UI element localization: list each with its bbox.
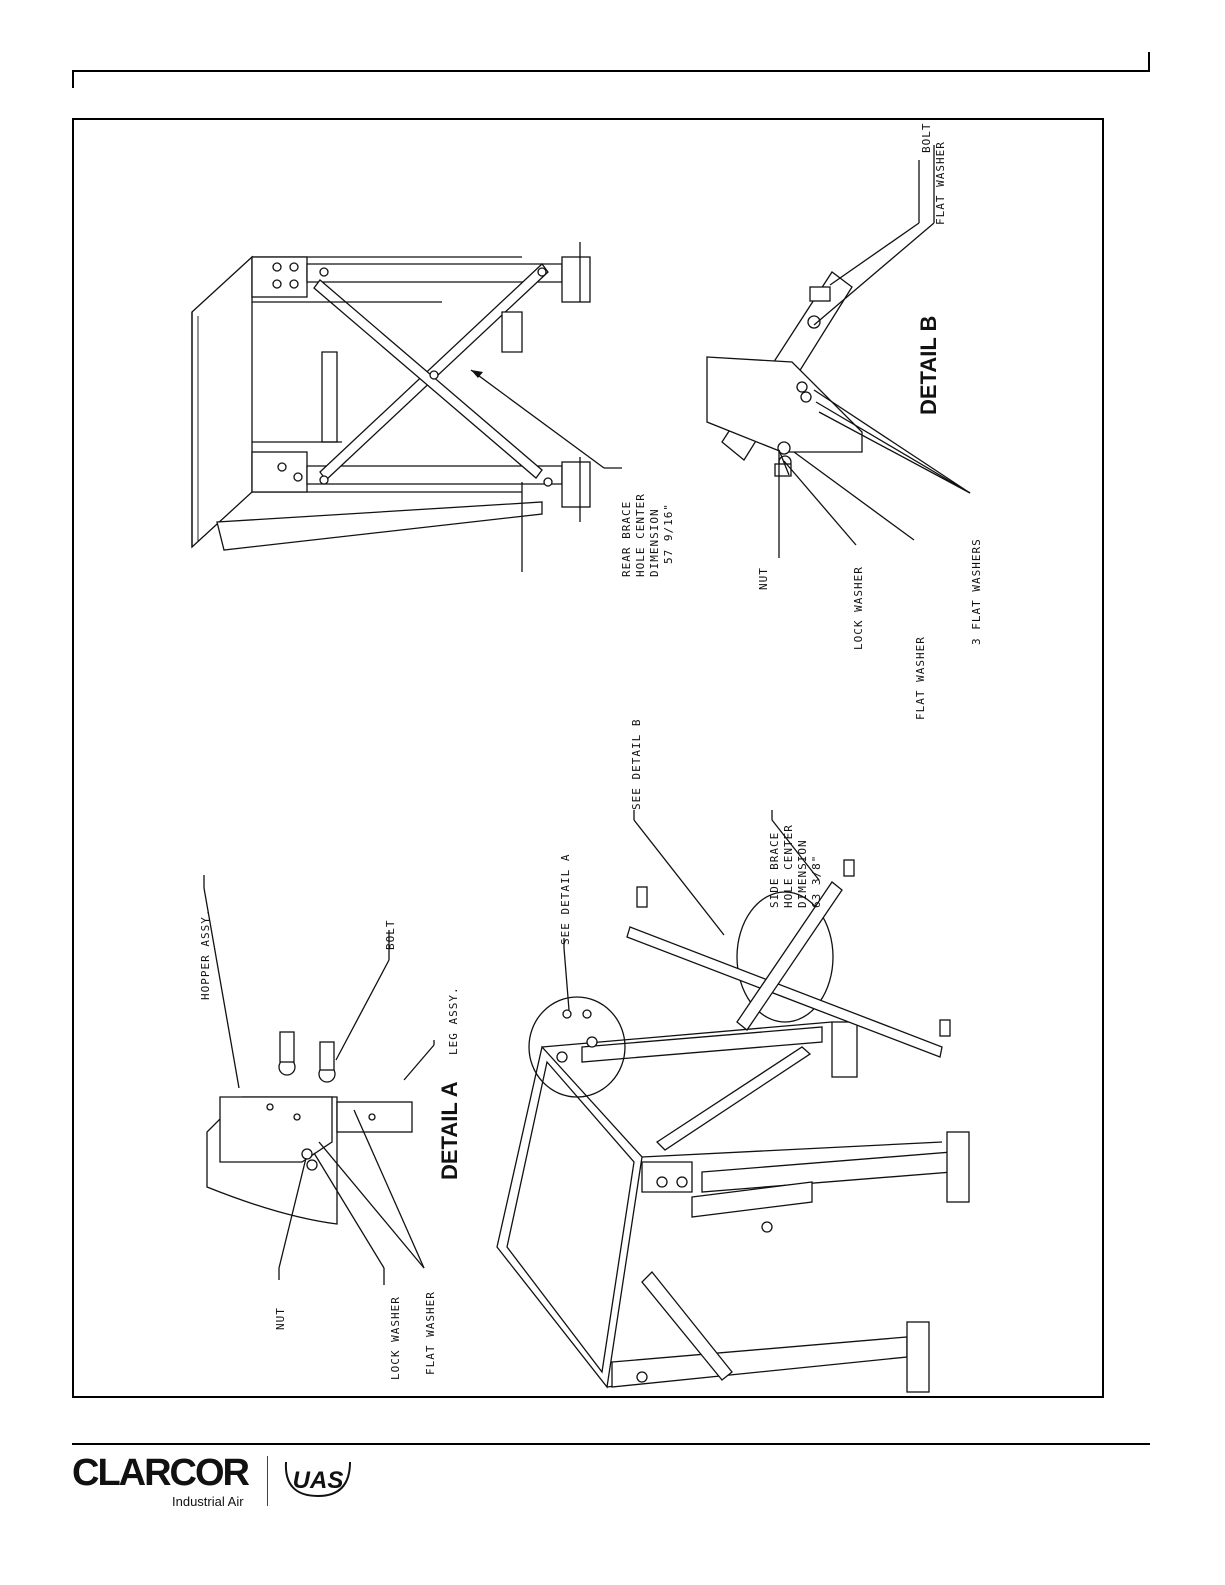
- uas-logo-text: UAS: [293, 1467, 344, 1494]
- rear-brace-line-3: DIMENSION: [648, 508, 661, 577]
- lock-washer-b-label: LOCK WASHER: [852, 566, 865, 650]
- clarcor-logo-subtitle: Industrial Air: [172, 1494, 244, 1509]
- clarcor-logo: CLARCOR: [72, 1452, 248, 1495]
- detail-a-assembly: [207, 1032, 412, 1224]
- footer-logo: CLARCOR Industrial Air UAS: [72, 1452, 372, 1512]
- flat-washer-b-top-label: FLAT WASHER: [934, 141, 947, 225]
- rear-brace-label: REAR BRACE HOLE CENTER DIMENSION 57 9/16…: [620, 493, 675, 577]
- side-brace-line-2: HOLE CENTER: [782, 824, 795, 908]
- see-detail-b-label: SEE DETAIL B: [630, 719, 643, 810]
- flat-washer-a-label: FLAT WASHER: [424, 1291, 437, 1375]
- rear-view-assembly: [192, 242, 590, 572]
- header-rule-right-tick: [1148, 52, 1150, 70]
- hopper-assy-label: HOPPER ASSY.: [199, 909, 212, 1000]
- detail-a-title: DETAIL A: [437, 1081, 462, 1180]
- side-brace-label: SIDE BRACE HOLE CENTER DIMENSION 63 3/8": [768, 824, 823, 908]
- header-rule: [72, 70, 1150, 72]
- side-brace-line-4: 63 3/8": [810, 855, 823, 908]
- nut-b-label: NUT: [757, 567, 770, 590]
- side-brace-line-1: SIDE BRACE: [768, 832, 781, 908]
- rear-brace-line-4: 57 9/16": [662, 503, 675, 564]
- assembly-drawing: REAR BRACE HOLE CENTER DIMENSION 57 9/16…: [74, 120, 1106, 1400]
- nut-a-label: NUT: [274, 1307, 287, 1330]
- rear-brace-line-2: HOLE CENTER: [634, 493, 647, 577]
- bolt-a-label: BOLT: [384, 920, 397, 951]
- header-rule-left-tick: [72, 70, 74, 88]
- lock-washer-a-label: LOCK WASHER: [389, 1296, 402, 1380]
- rear-brace-leader: [471, 370, 604, 468]
- flat-washer-b-label: FLAT WASHER: [914, 636, 927, 720]
- drawing-frame: REAR BRACE HOLE CENTER DIMENSION 57 9/16…: [72, 118, 1104, 1398]
- footer-rule: [72, 1443, 1150, 1445]
- rear-brace-line-1: REAR BRACE: [620, 501, 633, 577]
- see-detail-a-label: SEE DETAIL A: [559, 854, 572, 945]
- uas-logo: UAS: [282, 1458, 354, 1498]
- detail-b-title: DETAIL B: [916, 316, 941, 415]
- detail-b-assembly: [707, 272, 862, 476]
- side-brace-line-3: DIMENSION: [796, 839, 809, 908]
- bolt-b-label: BOLT: [920, 123, 933, 154]
- leg-assy-label: LEG ASSY.: [447, 986, 460, 1055]
- detail-a-leaders: [204, 875, 434, 1285]
- logo-separator: [267, 1456, 268, 1506]
- three-flat-washers-label: 3 FLAT WASHERS: [970, 538, 983, 645]
